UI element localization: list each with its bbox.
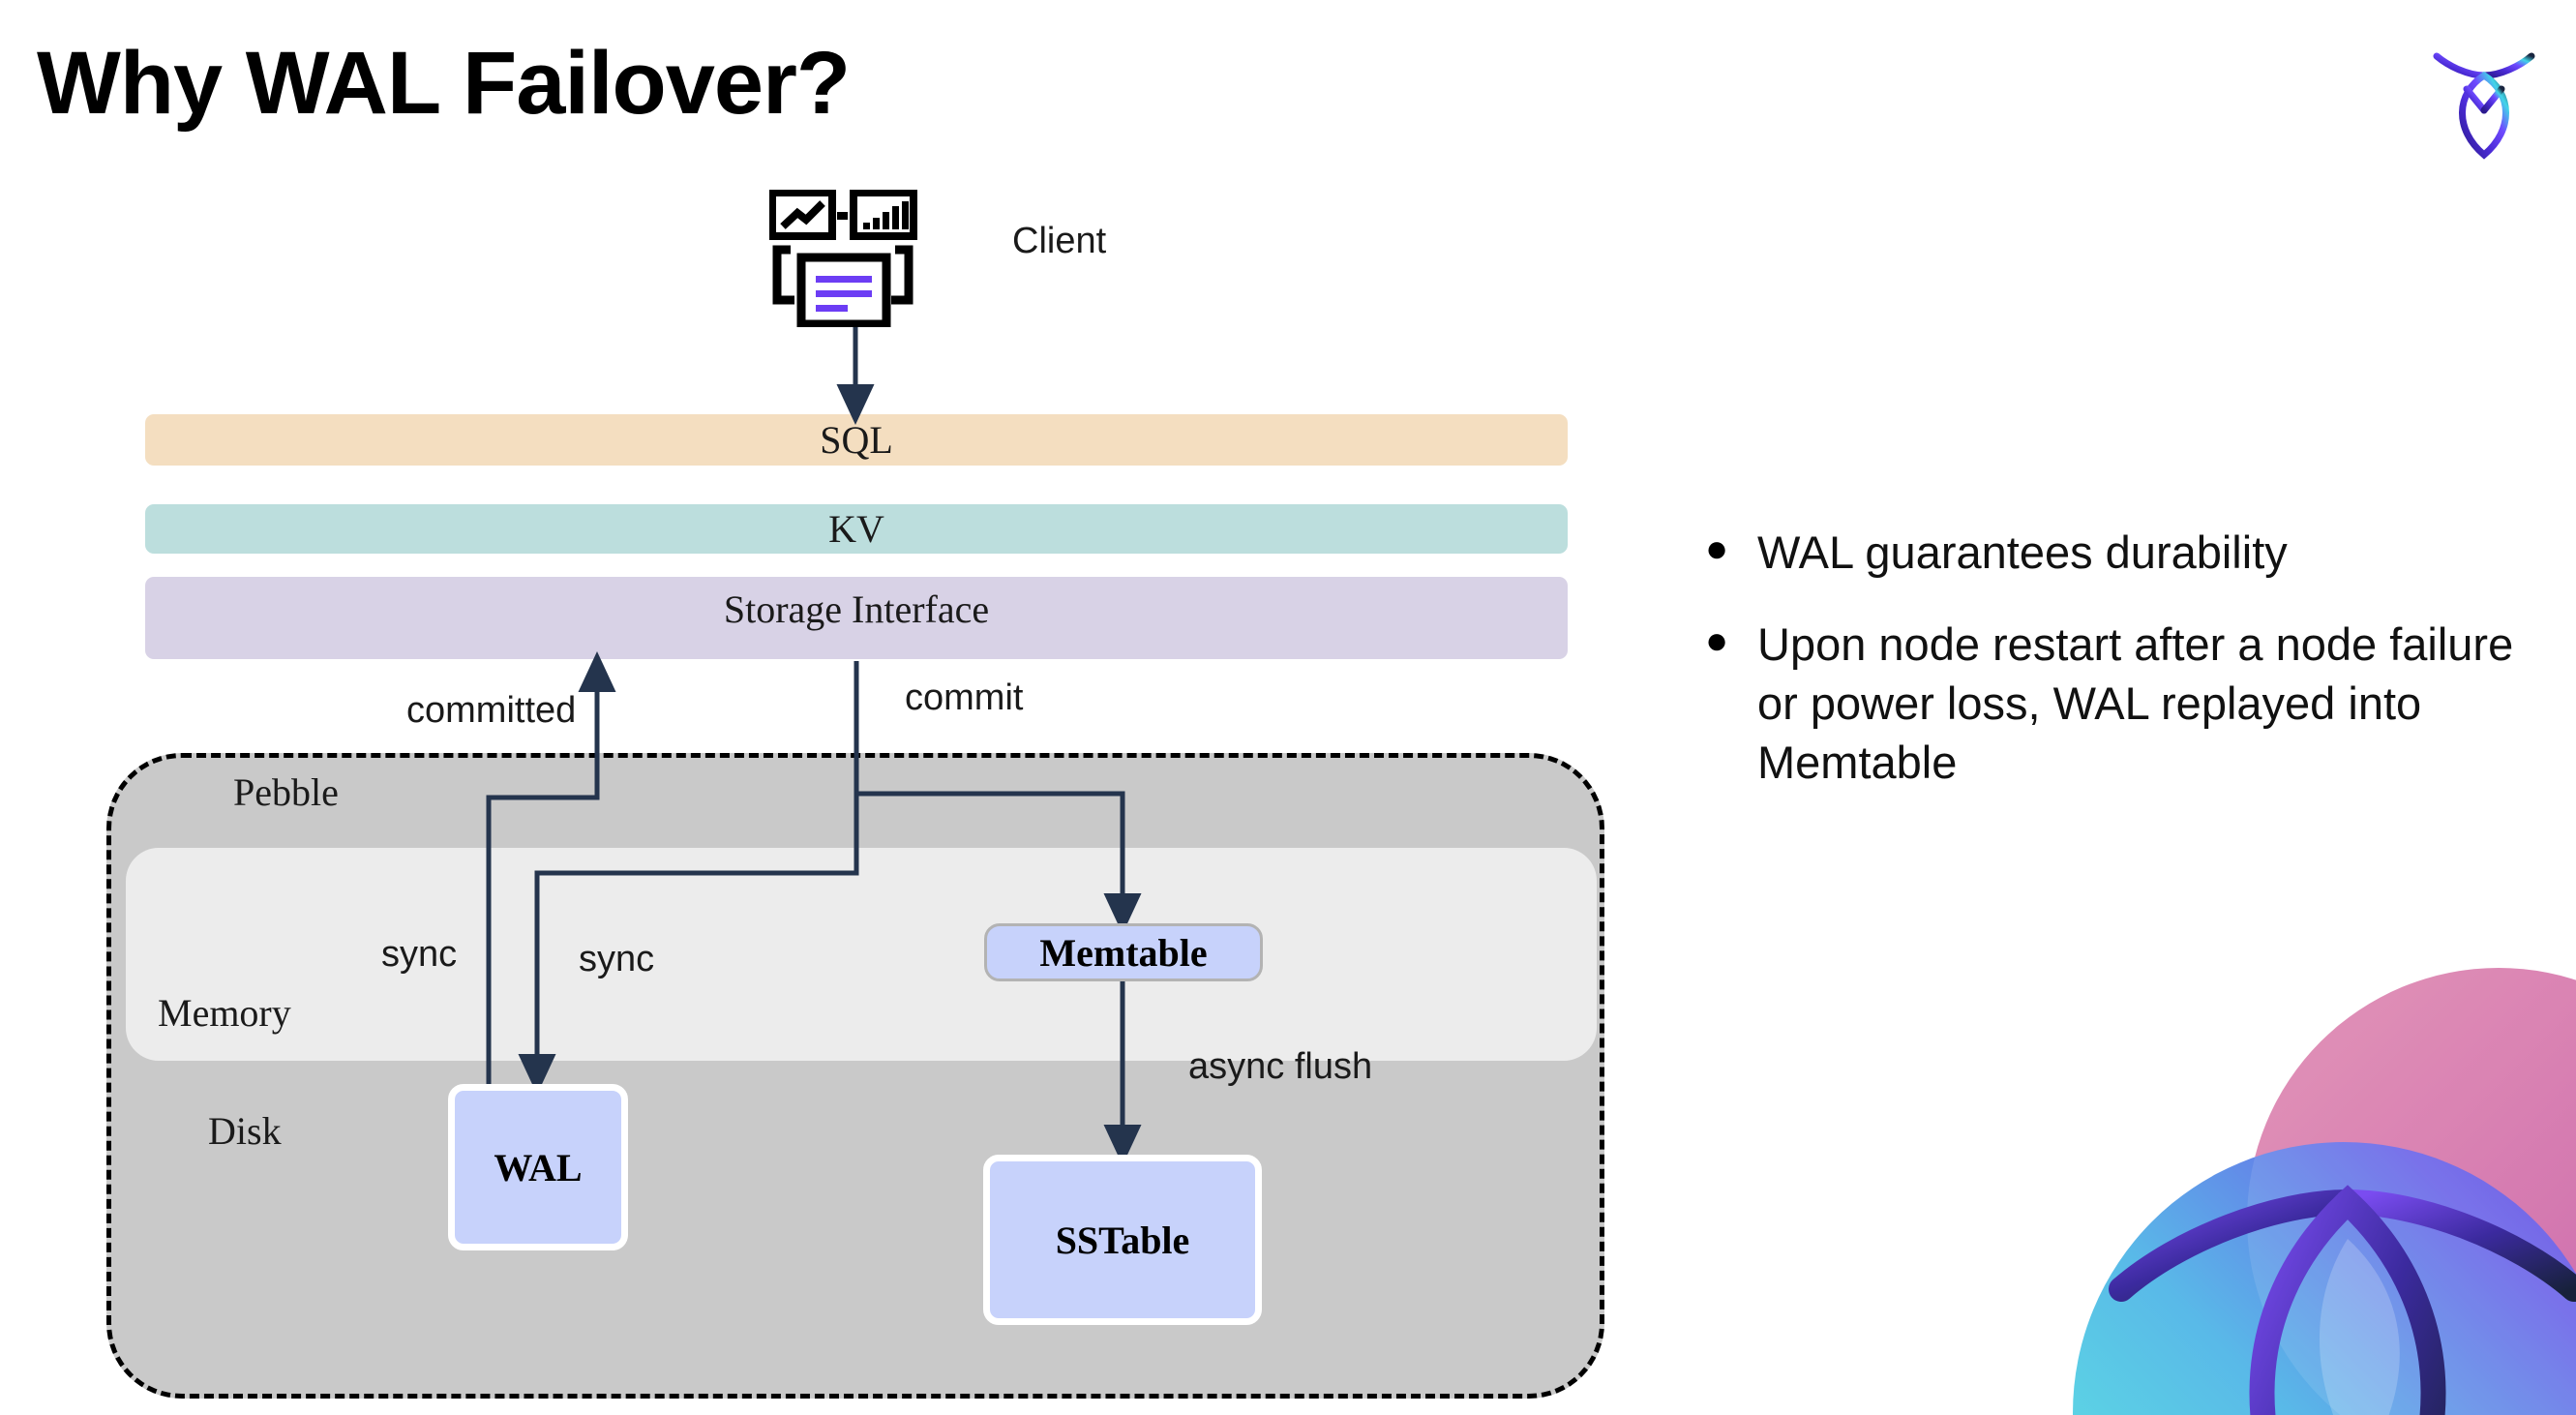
layer-label-sql: SQL bbox=[820, 418, 893, 462]
pebble-label: Pebble bbox=[233, 770, 339, 814]
layer-bar-kv: KV bbox=[145, 504, 1568, 554]
memory-label: Memory bbox=[158, 991, 291, 1035]
client-label: Client bbox=[1012, 221, 1107, 261]
node-label-memtable: Memtable bbox=[1039, 930, 1208, 975]
node-label-sstable: SSTable bbox=[1055, 1218, 1190, 1262]
layer-bar-storage-interface: Storage Interface bbox=[145, 577, 1568, 659]
cockroach-circles-decoration-icon bbox=[1957, 929, 2576, 1415]
node-memtable: Memtable bbox=[984, 923, 1263, 981]
edge-label-committed: committed bbox=[406, 690, 577, 731]
disk-label: Disk bbox=[208, 1109, 282, 1153]
edge-label-async-flush: async flush bbox=[1188, 1046, 1373, 1087]
node-label-wal: WAL bbox=[494, 1145, 583, 1189]
layer-label-kv: KV bbox=[828, 507, 884, 551]
edge-label-commit: commit bbox=[905, 677, 1024, 718]
cockroach-leaf-logo-icon bbox=[2411, 33, 2557, 161]
bullet-text: Upon node restart after a node failure o… bbox=[1757, 618, 2514, 789]
memory-region bbox=[126, 848, 1597, 1061]
bullet-list: ● WAL guarantees durability ● Upon node … bbox=[1699, 523, 2522, 825]
list-item: ● WAL guarantees durability bbox=[1699, 523, 2522, 582]
page-title: Why WAL Failover? bbox=[37, 34, 851, 133]
bullet-text: WAL guarantees durability bbox=[1757, 527, 2288, 578]
pebble-container: Pebble Memory Disk bbox=[106, 753, 1604, 1399]
node-wal: WAL bbox=[448, 1084, 628, 1250]
client-analytics-terminal-icon bbox=[768, 189, 932, 329]
layer-bar-sql: SQL bbox=[145, 414, 1568, 466]
node-sstable: SSTable bbox=[983, 1155, 1262, 1325]
bullet-marker-icon: ● bbox=[1705, 619, 1729, 663]
edge-label-sync-right: sync bbox=[579, 939, 655, 979]
bullet-marker-icon: ● bbox=[1705, 527, 1729, 570]
list-item: ● Upon node restart after a node failure… bbox=[1699, 615, 2522, 792]
edge-label-sync-left: sync bbox=[381, 934, 458, 975]
layer-label-storage-interface: Storage Interface bbox=[723, 587, 990, 631]
